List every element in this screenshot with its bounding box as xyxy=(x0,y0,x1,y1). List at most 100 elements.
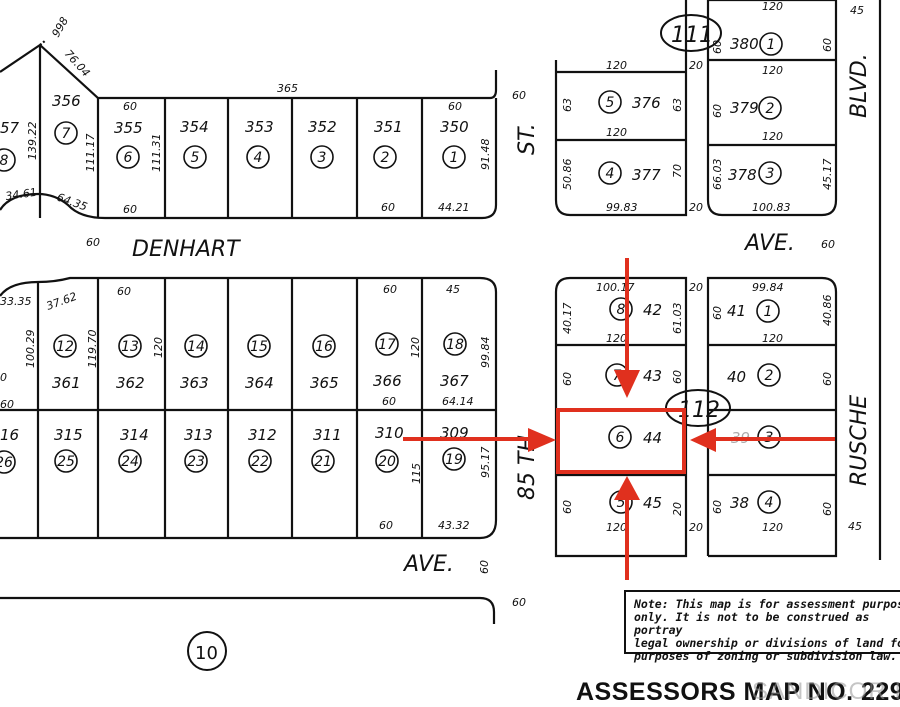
block-111-lot-lines xyxy=(556,0,836,147)
lot-circle xyxy=(183,145,207,169)
lot-circle xyxy=(184,449,208,473)
lot-43: 43 xyxy=(643,367,662,385)
dim: 111.17 xyxy=(84,134,97,173)
lot-circle-number: 8 xyxy=(617,302,626,318)
dim: 37.62 xyxy=(45,290,79,313)
lot-313: 313 xyxy=(184,426,213,444)
lot-circle-number: 1 xyxy=(767,37,776,53)
lot-circle xyxy=(757,490,781,514)
dim: 44.21 xyxy=(438,201,470,214)
lot-circle-number: 18 xyxy=(446,337,464,353)
dim: 60 xyxy=(379,519,393,532)
lot-367: 367 xyxy=(440,372,469,390)
dim: 120 xyxy=(606,59,627,72)
lot-363: 363 xyxy=(180,374,209,392)
dim: 119.70 xyxy=(86,330,99,369)
dim: 45 xyxy=(446,283,460,296)
lot-circle xyxy=(758,96,782,120)
dim: 120 xyxy=(762,521,783,534)
lot-circle xyxy=(118,334,142,358)
dim: 998 xyxy=(49,15,71,40)
dim: 100.17 xyxy=(596,281,635,294)
dim: 60 xyxy=(561,500,574,514)
dim: 33.35 xyxy=(0,295,32,308)
arrowhead-right xyxy=(690,428,716,452)
lot-circle xyxy=(184,334,208,358)
lot-circle-number: 13 xyxy=(121,339,139,355)
lot-circle xyxy=(0,450,16,474)
dim: 60 xyxy=(711,306,724,320)
lot-circle-number: 16 xyxy=(315,339,333,355)
lot-circle xyxy=(442,145,466,169)
lot-circle-number: 1 xyxy=(764,304,773,320)
lot-circle xyxy=(248,449,272,473)
lot-378: 378 xyxy=(728,166,757,184)
dim: 60 xyxy=(0,398,14,411)
dim: 64.35 xyxy=(55,191,89,214)
lot-circle-number: 15 xyxy=(250,339,268,355)
watermark: SANDICOR INC xyxy=(752,678,900,705)
south-block-lot-lines xyxy=(0,278,496,538)
lot-circle-number: 24 xyxy=(121,454,139,470)
lot-dotted-line xyxy=(39,39,47,46)
dim: 40.86 xyxy=(821,295,834,327)
lot-364: 364 xyxy=(245,374,274,392)
lot-circle-number: 17 xyxy=(378,337,396,353)
dim: 20 xyxy=(689,201,703,214)
arrowhead-top xyxy=(614,370,640,398)
street-denhart: DENHART xyxy=(132,237,241,262)
map-page-111-ellipse xyxy=(660,14,722,52)
dim: 111.31 xyxy=(150,134,163,173)
lot-361: 361 xyxy=(52,374,81,392)
lot-circle-number: 26 xyxy=(0,455,13,471)
lot-314: 314 xyxy=(120,426,149,444)
dim: 115 xyxy=(410,463,423,484)
lot-circle-number: 4 xyxy=(606,166,615,182)
lot-42: 42 xyxy=(643,301,662,319)
dim: 66.03 xyxy=(711,159,724,191)
lot-circle xyxy=(247,334,271,358)
lot-circle-number: 2 xyxy=(381,150,390,166)
dim: 100.29 xyxy=(24,330,37,369)
dim: 20 xyxy=(689,521,703,534)
lot-circle xyxy=(311,449,335,473)
dim: 63 xyxy=(671,98,684,112)
lot-380: 380 xyxy=(730,35,759,53)
lot-362: 362 xyxy=(116,374,145,392)
map-page-10: 10 xyxy=(195,643,218,664)
dim: 45 xyxy=(850,4,864,17)
lot-circle xyxy=(310,145,334,169)
lot-circle-number: 3 xyxy=(766,166,775,182)
dim: 60 xyxy=(123,100,137,113)
lot-355: 355 xyxy=(114,119,143,137)
lot-circle-number: 4 xyxy=(254,150,263,166)
dim: 60 xyxy=(381,201,395,214)
dim: 45.17 xyxy=(821,159,834,191)
lot-circle xyxy=(54,449,78,473)
street-ave-top: AVE. xyxy=(743,231,795,256)
highlighted-parcel-box xyxy=(556,408,686,474)
lot-45: 45 xyxy=(643,494,662,512)
arrowhead-left xyxy=(528,428,556,452)
dim: 0 xyxy=(0,371,7,384)
lot-circle xyxy=(118,449,142,473)
dim: 34.61 xyxy=(5,186,38,203)
lot-376: 376 xyxy=(632,94,661,112)
lot-circle-number: 23 xyxy=(187,454,205,470)
dim: 63 xyxy=(561,98,574,112)
dim: 20 xyxy=(671,502,684,516)
dim: 60 xyxy=(671,370,684,384)
lot-311: 311 xyxy=(313,426,342,444)
lot-circle-number: 21 xyxy=(314,454,332,470)
dim: 120 xyxy=(409,337,422,358)
dim: 70 xyxy=(671,164,684,178)
dim: 60 xyxy=(512,89,526,102)
dim: 60 xyxy=(821,38,834,52)
dim: 120 xyxy=(606,126,627,139)
lot-353: 353 xyxy=(245,118,274,136)
lot-circle xyxy=(53,334,77,358)
map-title: ASSESSORS MAP NO. 229 xyxy=(576,678,900,706)
lot-partial-57: 57 xyxy=(0,119,20,137)
dim: 60 xyxy=(382,395,396,408)
